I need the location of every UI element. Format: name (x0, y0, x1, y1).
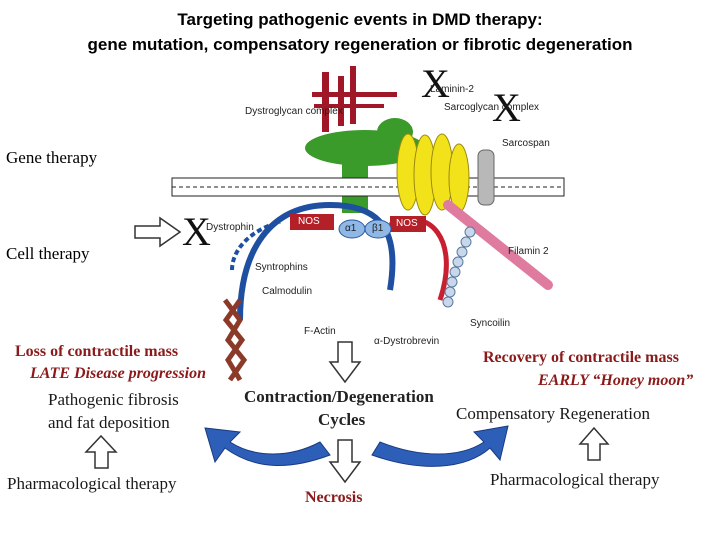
sarcoglycan-shape (396, 133, 470, 216)
label-dystrobrevin: α-Dystrobrevin (374, 336, 440, 347)
cell-therapy-arrow (134, 216, 182, 248)
label-syntrophins: Syntrophins (255, 262, 308, 273)
loss-contractile-label: Loss of contractile mass (15, 343, 179, 360)
cell-therapy-label: Cell therapy (6, 244, 90, 263)
dystrophin-dashed (230, 220, 281, 271)
label-nos-1: NOS (298, 216, 320, 227)
dystrophin-blue-curve (237, 201, 396, 321)
label-dystrophin: Dystrophin (206, 222, 254, 233)
filamin-shape (443, 200, 553, 290)
contraction-degeneration-label: Contraction/Degeneration (244, 387, 434, 406)
label-calmodulin: Calmodulin (262, 286, 313, 297)
label-sarcospan: Sarcospan (502, 138, 550, 149)
label-filamin: Filamin 2 (508, 246, 549, 257)
curved-arrow-left (204, 427, 331, 466)
f-actin-shape (222, 298, 248, 382)
up-arrow-right (578, 426, 610, 461)
label-alpha1: α1 (345, 223, 357, 234)
laminin-shape (312, 66, 397, 132)
x-mark-laminin: X (421, 61, 450, 106)
compensatory-regeneration-label: Compensatory Regeneration (456, 404, 651, 423)
sarcospan-shape (477, 149, 495, 206)
title-line-2: gene mutation, compensatory regeneration… (87, 35, 633, 54)
label-laminin: Laminin-2 (430, 84, 474, 95)
pharma-therapy-right: Pharmacological therapy (490, 470, 660, 489)
label-sarcoglycan: Sarcoglycan complex (444, 102, 540, 113)
nos-box-1 (290, 214, 334, 230)
beta1-oval (364, 219, 392, 239)
late-progression-label: LATE Disease progression (30, 365, 207, 382)
curved-arrow-right (371, 425, 509, 467)
fibrosis-line-1: Pathogenic fibrosis (48, 390, 179, 409)
cycles-label: Cycles (318, 410, 366, 429)
fibrosis-line-2: and fat deposition (48, 413, 170, 432)
down-arrow-necrosis (328, 439, 362, 484)
membrane-band (171, 177, 565, 197)
label-syncoilin: Syncoilin (470, 318, 511, 329)
label-beta1: β1 (372, 223, 384, 234)
gene-therapy-label: Gene therapy (6, 148, 98, 167)
pharma-therapy-left: Pharmacological therapy (7, 474, 177, 493)
title-line-1: Targeting pathogenic events in DMD thera… (177, 10, 543, 29)
syncoilin-beads (442, 226, 476, 308)
label-dystroglycan: Dystroglycan complex (245, 106, 343, 117)
necrosis-label: Necrosis (305, 489, 363, 506)
label-f-actin: F-Actin (304, 326, 336, 337)
down-arrow-top (328, 341, 362, 384)
early-honeymoon-label: EARLY “Honey moon” (538, 372, 694, 389)
up-arrow-left (84, 434, 118, 469)
label-nos-2: NOS (396, 218, 418, 229)
x-mark-sarcoglycan: X (492, 85, 521, 130)
x-mark-dystrophin: X (182, 209, 211, 254)
recovery-contractile-label: Recovery of contractile mass (483, 349, 679, 366)
nos-box-2 (390, 216, 426, 232)
